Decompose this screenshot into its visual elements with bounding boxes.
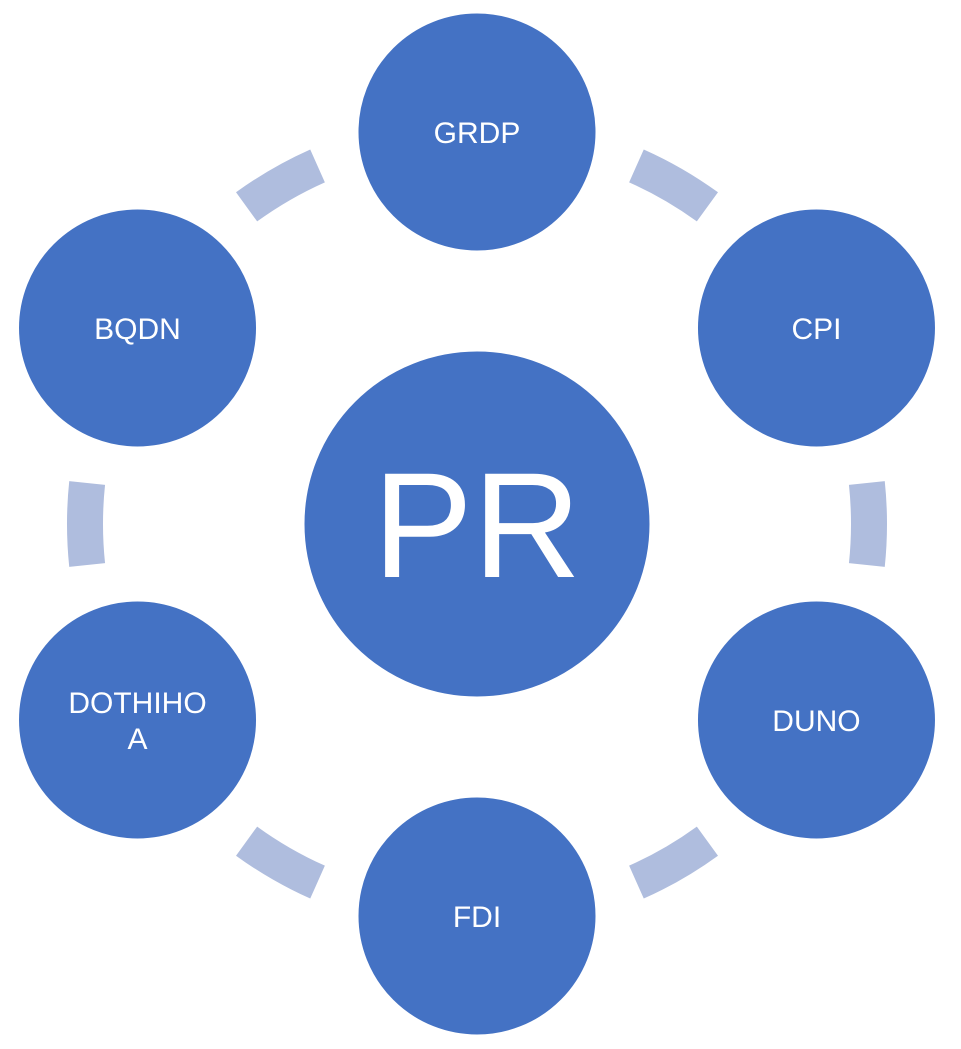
ring-segment-bqdn-grdp	[236, 149, 326, 222]
node-bqdn: BQDN	[16, 206, 260, 450]
connector-ring	[67, 149, 887, 899]
node-grdp-label: GRDP	[434, 117, 521, 150]
node-fdi-circle	[355, 794, 599, 1038]
node-fdi: FDI	[355, 794, 599, 1038]
center-node-label: PR	[373, 441, 581, 609]
node-dothihoa-circle	[16, 598, 260, 842]
node-bqdn-label: BQDN	[94, 313, 181, 346]
node-cpi-circle	[694, 206, 938, 450]
ring-segment-duno-fdi	[628, 826, 718, 899]
node-duno-label: DUNO	[772, 705, 860, 738]
node-dothihoa-label-line-2: A	[128, 723, 148, 756]
center-node: PR	[301, 348, 653, 700]
center-node-circle	[301, 348, 653, 700]
node-grdp: GRDP	[355, 10, 599, 254]
ring-segment-cpi-duno	[848, 481, 887, 567]
node-fdi-label: FDI	[453, 901, 501, 934]
node-cpi: CPI	[694, 206, 938, 450]
ring-segment-grdp-cpi	[628, 149, 718, 222]
ring-segment-dothihoa-bqdn	[67, 481, 106, 567]
ring-segment-fdi-dothihoa	[236, 826, 326, 899]
node-cpi-label: CPI	[791, 313, 841, 346]
node-bqdn-circle	[16, 206, 260, 450]
node-dothihoa-label-line-1: DOTHIHO	[68, 687, 206, 720]
node-grdp-circle	[355, 10, 599, 254]
node-duno: DUNO	[694, 598, 938, 842]
node-duno-circle	[694, 598, 938, 842]
